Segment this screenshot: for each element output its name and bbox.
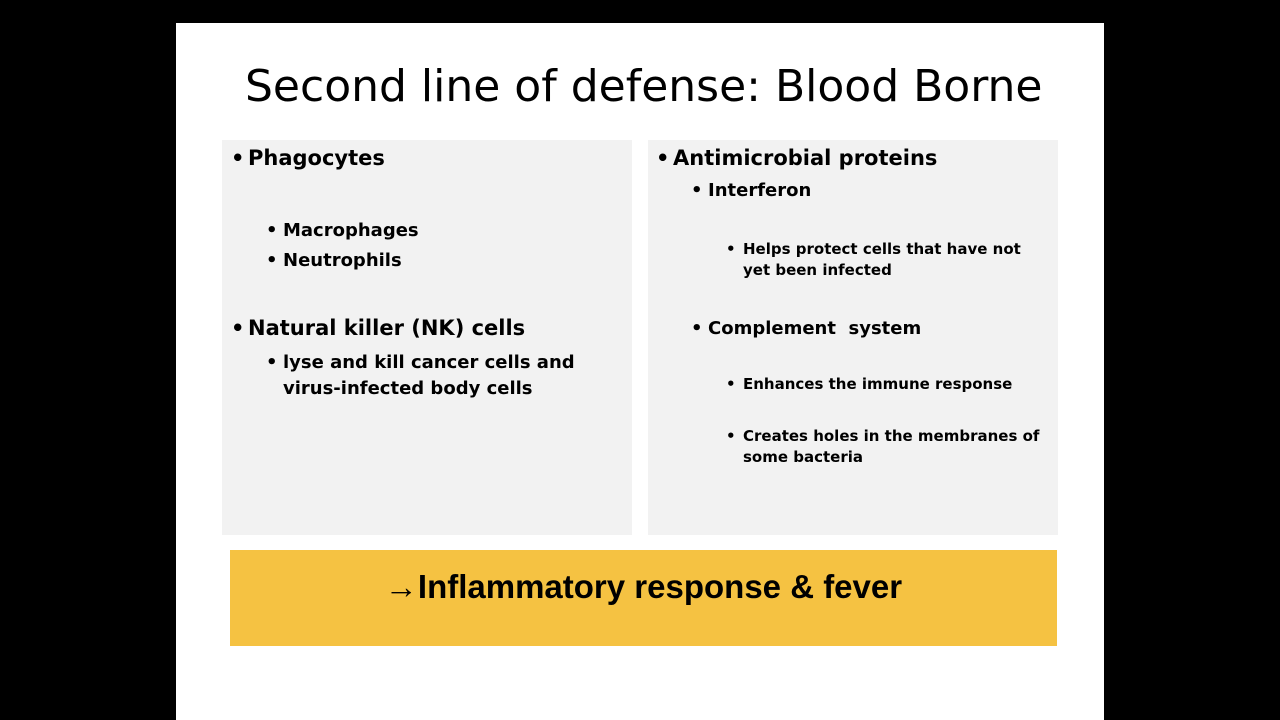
bullet-dot: • [726, 427, 736, 445]
bullet-dot: • [726, 375, 736, 393]
bullet-text: Complement system [708, 318, 922, 339]
bullet-interferon-detail: • Helps protect cells that have not yet … [726, 239, 1041, 281]
bullet-nk-cells: • Natural killer (NK) cells [231, 316, 621, 340]
bullet-text: Neutrophils [283, 250, 402, 271]
bullet-nk-detail: • lyse and kill cancer cells and virus-i… [266, 350, 616, 402]
left-panel: • Phagocytes • Macrophages • Neutrophils… [222, 140, 632, 535]
bullet-dot: • [231, 146, 245, 170]
bullet-text: Phagocytes [248, 146, 385, 170]
bullet-text: Interferon [708, 180, 812, 201]
bullet-dot: • [266, 352, 278, 373]
bullet-dot: • [266, 220, 278, 241]
bullet-complement: • Complement system [691, 318, 1031, 339]
bullet-dot: • [726, 240, 736, 258]
bullet-neutrophils: • Neutrophils [266, 250, 606, 271]
bullet-text: Natural killer (NK) cells [248, 316, 526, 340]
bullet-interferon: • Interferon [691, 180, 1031, 201]
bullet-antimicrobial: • Antimicrobial proteins [656, 146, 1046, 170]
bullet-text: Helps protect cells that have not yet be… [743, 240, 1021, 279]
bullet-dot: • [691, 318, 703, 339]
bullet-complement-detail-1: • Enhances the immune response [726, 374, 1041, 395]
bullet-dot: • [656, 146, 670, 170]
banner-text: →Inflammatory response & fever [384, 568, 903, 605]
bullet-dot: • [691, 180, 703, 201]
bullet-macrophages: • Macrophages [266, 220, 606, 241]
bullet-text: Macrophages [283, 220, 419, 241]
inflammatory-banner: →Inflammatory response & fever [230, 550, 1057, 646]
bullet-text: lyse and kill cancer cells and virus-inf… [283, 352, 575, 399]
bullet-text: Enhances the immune response [743, 375, 1013, 393]
slide-title: Second line of defense: Blood Borne [245, 61, 1043, 112]
slide: Second line of defense: Blood Borne • Ph… [176, 23, 1104, 720]
bullet-dot: • [266, 250, 278, 271]
right-panel: • Antimicrobial proteins • Interferon • … [648, 140, 1058, 535]
bullet-text: Antimicrobial proteins [673, 146, 938, 170]
bullet-complement-detail-2: • Creates holes in the membranes of some… [726, 426, 1041, 468]
bullet-phagocytes: • Phagocytes [231, 146, 611, 170]
bullet-dot: • [231, 316, 245, 340]
bullet-text: Creates holes in the membranes of some b… [743, 427, 1040, 466]
